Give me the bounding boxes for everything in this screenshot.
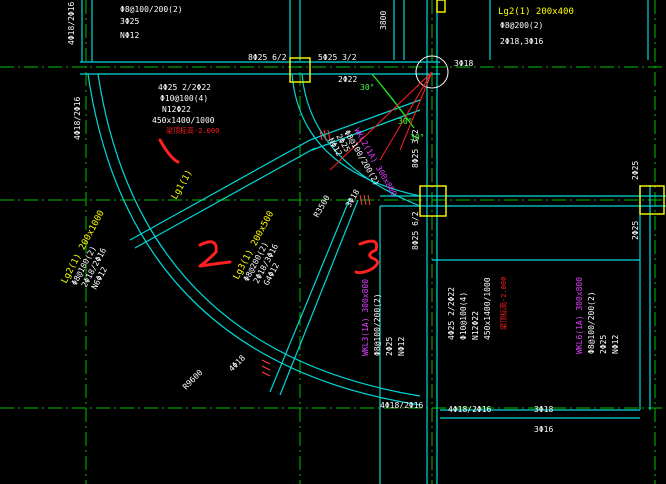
label-tl-beam-1: Φ8@100/200(2)	[120, 5, 183, 14]
label-corner-2: 8Φ25 3/2	[411, 129, 420, 168]
label-bottom-2: 4Φ18/2Φ16	[448, 405, 492, 414]
handwritten-note-2	[198, 240, 232, 268]
label-mid-beam-3: N12Φ22	[471, 311, 480, 340]
label-tl-beam-3: NΦ12	[120, 31, 139, 40]
label-bottom-1: 4Φ18/2Φ16	[380, 401, 424, 410]
label-wkl-right-2: Φ8@100/200(2)	[587, 291, 596, 354]
label-fan-beam-4: 450x1400/1000	[152, 116, 215, 125]
label-angle-1: 30°	[360, 83, 374, 92]
label-wkl-right-1: WKL6(1A) 300x800	[575, 277, 584, 354]
hatch-marks	[261, 129, 371, 377]
label-corner-1: 2Φ22	[338, 75, 357, 84]
label-circle: 3Φ18	[454, 59, 473, 68]
label-tl-beam-2: 3Φ25	[120, 17, 139, 26]
label-wkl-mid-2: Φ8@100/200(2)	[373, 293, 382, 356]
label-fan-red: 梁顶标高-2.000	[166, 126, 219, 135]
label-fan-beam-1: 4Φ25 2/2Φ22	[158, 83, 211, 92]
label-r-3f: 3Φ18	[344, 188, 362, 209]
label-angle-3: 30°	[410, 133, 424, 142]
label-wkl-mid-3: 2Φ25	[385, 337, 394, 356]
label-bottom-3: 3Φ18	[534, 405, 553, 414]
label-r-bottom-2: 4Φ18	[227, 353, 247, 373]
label-lg-top-right-3: 2Φ18,3Φ16	[500, 37, 544, 46]
label-fan-beam-3: N12Φ22	[162, 105, 191, 114]
beam-outlines	[80, 0, 666, 484]
columns	[289, 0, 665, 217]
label-wkl-right-4: NΦ12	[611, 335, 620, 354]
label-wkl-mid-4: NΦ12	[397, 337, 406, 356]
label-right-edge-1: 2Φ25	[631, 161, 640, 180]
label-wkl-right-3: 2Φ25	[599, 335, 608, 354]
label-right-edge-2: 2Φ25	[631, 221, 640, 240]
radial-guide-2	[379, 71, 433, 161]
label-top-mid-left: 8Φ25 6/2	[248, 53, 287, 62]
label-left-vert: 4Φ18/2Φ16	[73, 96, 82, 140]
handwritten-note-1	[158, 138, 180, 164]
label-fan-beam-2: Φ10@100(4)	[160, 94, 208, 103]
label-mid-beam-1: 4Φ25 2/2Φ22	[447, 287, 456, 340]
label-mid-beam-2: Φ10@100(4)	[459, 292, 468, 340]
label-mid-red: 梁顶标高-2.000	[499, 277, 508, 330]
label-lg1: Lg1(1)	[170, 168, 195, 201]
handwritten-note-3	[354, 239, 379, 275]
label-bottom-4: 3Φ16	[534, 425, 553, 434]
text-labels: 4Φ18/2Φ16 4Φ18/2Φ16 8Φ25 6/2 5Φ25 3/2 38…	[60, 1, 640, 434]
label-r3500: R3500	[312, 193, 332, 219]
angle-arc-green	[371, 73, 415, 129]
label-corner-3: 8Φ25 6/2	[411, 211, 420, 250]
label-angle-2: 30°	[398, 117, 412, 126]
label-wkl-mid-1: WKL3(1A) 300x800	[361, 279, 370, 356]
label-top-mid-right: 5Φ25 3/2	[318, 53, 357, 62]
label-r9600: R9600	[181, 368, 205, 392]
label-top-left-vert: 4Φ18/2Φ16	[67, 1, 76, 45]
label-3800: 3800	[379, 11, 388, 30]
label-lg-top-right-2: Φ8@200(2)	[500, 21, 543, 30]
detail-circle	[415, 55, 449, 89]
label-mid-beam-4: 450x1400/1000	[483, 277, 492, 340]
radial-guide-1	[329, 71, 433, 171]
label-lg-top-right-1: Lg2(1) 200x400	[498, 7, 574, 17]
radial-guide-3	[399, 71, 433, 151]
